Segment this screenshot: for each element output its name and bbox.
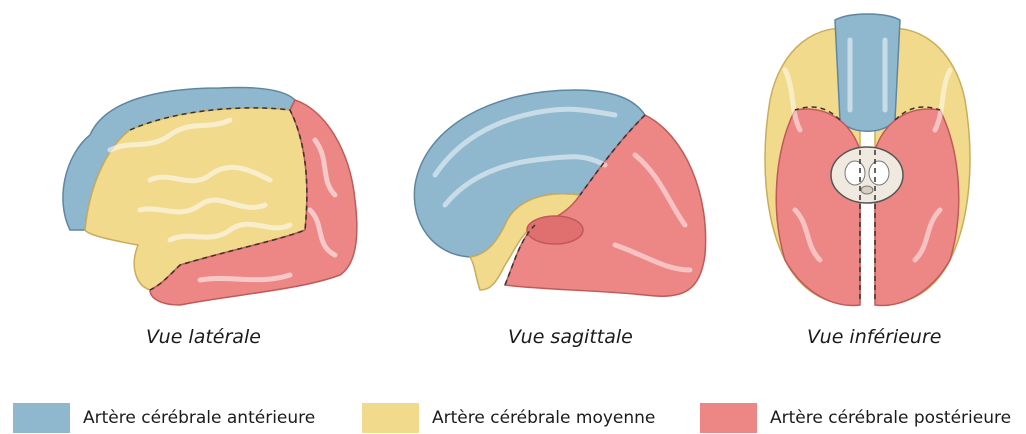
legend-item-middle: Artère cérébrale moyenne (362, 402, 655, 434)
legend-swatch-middle (362, 403, 419, 433)
sagittal-thalamus (527, 216, 583, 244)
inferior-brainstem (831, 147, 903, 203)
lateral-brain-illustration (50, 80, 370, 320)
inferior-anterior-region (835, 14, 900, 131)
legend-label-anterior: Artère cérébrale antérieure (83, 408, 315, 428)
inferior-view (755, 10, 980, 310)
inferior-left-posterior-region (776, 109, 860, 305)
lateral-view-caption: Vue latérale (146, 326, 261, 348)
inferior-brain-illustration (755, 10, 980, 310)
legend-swatch-posterior (700, 403, 757, 433)
legend-item-anterior: Artère cérébrale antérieure (13, 402, 315, 434)
legend-label-posterior: Artère cérébrale postérieure (770, 408, 1011, 428)
sagittal-brain-illustration (395, 85, 725, 315)
lateral-view (50, 80, 370, 320)
inferior-right-posterior-region (875, 109, 959, 305)
inferior-view-caption: Vue inférieure (807, 326, 941, 348)
legend-label-middle: Artère cérébrale moyenne (432, 408, 655, 428)
sagittal-view-caption: Vue sagittale (508, 326, 633, 348)
legend-swatch-anterior (13, 403, 70, 433)
sagittal-view (395, 85, 725, 315)
legend-item-posterior: Artère cérébrale postérieure (700, 402, 1011, 434)
